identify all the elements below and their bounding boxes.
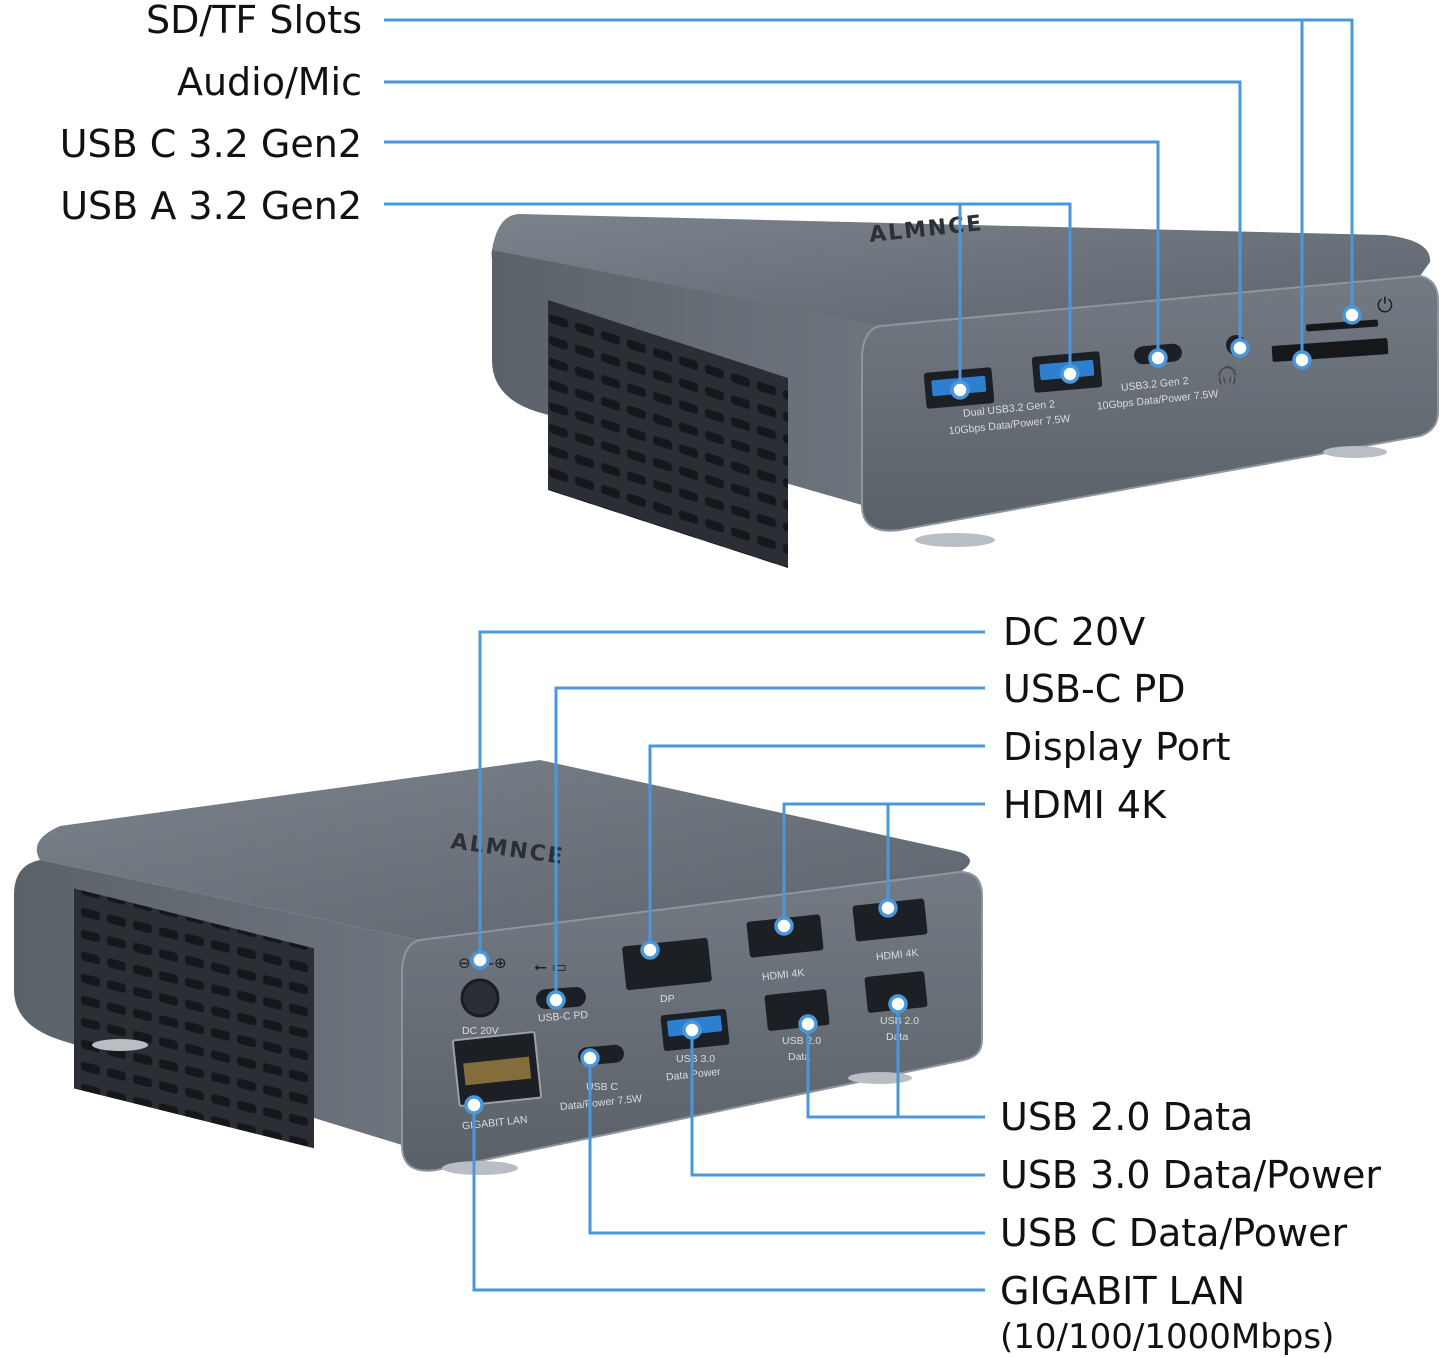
callout-dc-20v: DC 20V	[1003, 610, 1145, 654]
bottom-device-foot	[848, 1072, 912, 1084]
callout-gigabit-lan: GIGABIT LAN	[1000, 1269, 1245, 1313]
top-leader-lines	[384, 18, 1354, 390]
top-tf-slot	[1306, 319, 1379, 332]
bottom-device: ALMNCE ⊖-⊙-⊕ ⭠ ▭ DC 20V USB-C PD DP HDMI…	[14, 760, 983, 1175]
callout-usb-a-3-2-gen2: USB A 3.2 Gen2	[60, 184, 362, 228]
displayport-port	[622, 937, 712, 991]
hdmi-port-1	[746, 914, 824, 958]
bottom-device-vent-grille	[74, 888, 314, 1149]
dc-port-label: DC 20V	[462, 1025, 499, 1037]
bottom-leader-lines	[472, 630, 985, 1292]
usbc-pd-port-label: USB-C PD	[538, 1009, 589, 1024]
bottom-device-foot	[442, 1161, 518, 1175]
hdmi-port-2	[852, 898, 928, 942]
hdmi-port-1-label: HDMI 4K	[761, 967, 805, 983]
dc-power-jack	[460, 978, 500, 1018]
top-callouts: SD/TF Slots Audio/Mic USB C 3.2 Gen2 USB…	[60, 0, 362, 228]
power-icon: ⏻	[1377, 293, 1393, 317]
usb3-label: USB 3.0	[676, 1053, 715, 1065]
laptop-icon: ⭠ ▭	[534, 957, 567, 976]
top-device-front-face	[861, 274, 1439, 532]
usb3-label-sub: Data Power	[665, 1066, 721, 1084]
callout-audio-mic: Audio/Mic	[177, 60, 362, 104]
ethernet-port	[451, 1031, 543, 1107]
bottom-device-foot	[92, 1039, 148, 1051]
callout-usb-c-pd: USB-C PD	[1003, 667, 1186, 711]
bottom-port-markers	[464, 898, 908, 1115]
usb2-1-label: USB 2.0	[782, 1035, 821, 1047]
dp-port-label: DP	[660, 993, 675, 1005]
callout-usb-2-0-data: USB 2.0 Data	[1000, 1095, 1253, 1139]
hdmi-port-2-label: HDMI 4K	[875, 947, 919, 963]
callout-lan-speed: (10/100/1000Mbps)	[1000, 1317, 1334, 1357]
callout-display-port: Display Port	[1003, 725, 1230, 769]
callout-sd-tf-slots: SD/TF Slots	[146, 0, 362, 42]
usb2-1-label-sub: Data	[788, 1051, 810, 1063]
usb2-2-label: USB 2.0	[880, 1015, 919, 1027]
top-device-foot	[1323, 446, 1387, 458]
headphone-mic-icon: 🎧	[1216, 364, 1238, 386]
usbc-data-label: USB C	[586, 1081, 619, 1093]
bottom-callouts: DC 20V USB-C PD Display Port HDMI 4K USB…	[1000, 610, 1381, 1357]
top-device-vent-grille	[548, 300, 788, 569]
usb-2-0-port-1	[764, 989, 830, 1031]
callout-hdmi-4k: HDMI 4K	[1003, 783, 1167, 827]
bottom-device-top-surface	[36, 760, 970, 940]
callout-usb-c-data-power: USB C Data/Power	[1000, 1211, 1347, 1255]
top-port-markers	[950, 305, 1362, 400]
callout-usb-3-0-data-power: USB 3.0 Data/Power	[1000, 1153, 1381, 1197]
top-device-foot	[915, 533, 995, 547]
callout-usb-c-3-2-gen2: USB C 3.2 Gen2	[60, 122, 362, 166]
usb-2-0-port-2	[864, 971, 928, 1013]
